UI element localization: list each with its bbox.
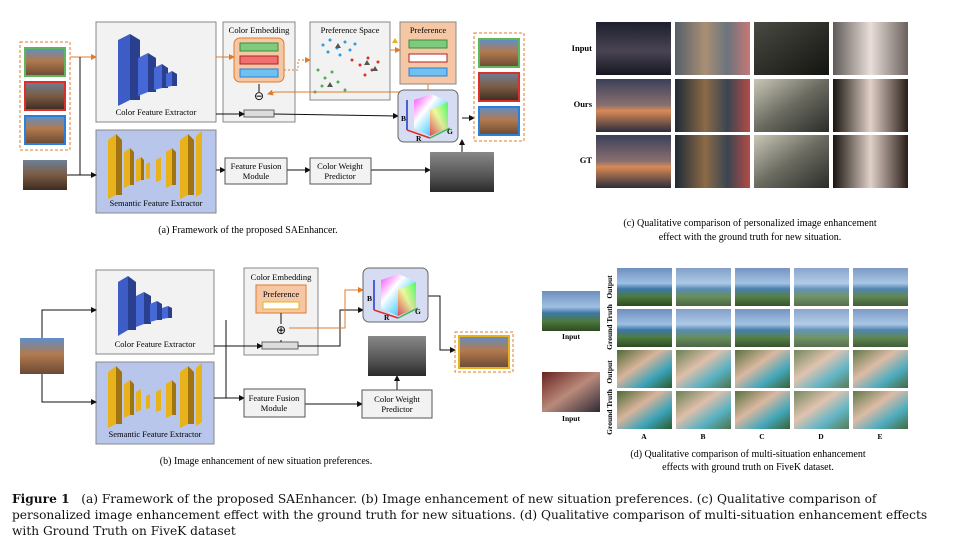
- feature-fusion-line1-a: Feature Fusion: [231, 161, 283, 171]
- semantic-extractor-network-icon-b: [108, 363, 202, 428]
- caption-b: (b) Image enhancement of new situation p…: [160, 456, 372, 467]
- color-weight-box-b: [361, 389, 433, 419]
- caption-a: (a) Framework of the proposed SAEnhancer…: [158, 225, 337, 236]
- feature-fusion-line1-b: Feature Fusion: [249, 393, 301, 403]
- output-images-group: [473, 32, 525, 142]
- preference-blue: [408, 67, 448, 77]
- input-image-b: [20, 338, 64, 374]
- color-weight-line1-b: Color Weight: [374, 394, 420, 404]
- row-label-input: Input: [572, 43, 592, 53]
- output-group-b: [454, 331, 514, 373]
- col-label-b: B: [700, 432, 705, 441]
- reference-image-blue: [24, 115, 66, 145]
- caption-d-line2: effects with ground truth on FiveK datas…: [662, 462, 834, 473]
- preference-green: [408, 39, 448, 49]
- panel-a: Color Feature Extractor Semantic Feature…: [19, 21, 525, 236]
- weight-map-b: [368, 336, 426, 376]
- grid-sea-output: [617, 268, 908, 306]
- axis-r-b: R: [384, 313, 390, 322]
- input-image-a: [23, 160, 67, 190]
- axis-b-a: B: [401, 114, 406, 123]
- preference-red: [408, 53, 448, 63]
- input-image-d2: [542, 372, 600, 412]
- semantic-extractor-label-b: Semantic Feature Extractor: [109, 429, 202, 439]
- output-image-red: [478, 72, 520, 102]
- color-extractor-label-a: Color Feature Extractor: [116, 107, 197, 117]
- preference-space-label: Preference Space: [321, 25, 380, 35]
- input-label-d1: Input: [562, 332, 580, 341]
- col-label-e: E: [877, 432, 882, 441]
- output-image-blue: [478, 106, 520, 136]
- feature-fusion-box-b: [243, 388, 306, 418]
- color-extractor-network-icon: [118, 34, 177, 106]
- feature-vector-b: [261, 341, 299, 350]
- panel-b: Color Feature Extractor Semantic Feature…: [20, 267, 514, 467]
- output-image-green: [478, 38, 520, 68]
- preference-vector-b: [262, 301, 300, 310]
- col-label-c: C: [759, 432, 764, 441]
- grid-child-gt: [617, 391, 908, 429]
- preference-space-box: [309, 21, 391, 101]
- reference-image-green: [24, 47, 66, 77]
- row-gt-images: [596, 135, 908, 188]
- col-label-a: A: [641, 432, 647, 441]
- plus-operator-b: ⊕: [276, 323, 286, 337]
- preference-label-a: Preference: [410, 25, 447, 35]
- semantic-extractor-network-icon: [108, 131, 202, 199]
- figure-caption: Figure 1 (a) Framework of the proposed S…: [12, 491, 952, 539]
- caption-c-line1: (c) Qualitative comparison of personaliz…: [623, 218, 876, 229]
- color-weight-box-a: [309, 157, 372, 185]
- panel-d: Input Input Output Ground Truth Output G…: [542, 268, 908, 473]
- caption-d-line1: (d) Qualitative comparison of multi-situ…: [630, 449, 865, 460]
- side-label-output-2: Output: [605, 360, 614, 384]
- preference-space-scatter: [313, 38, 380, 94]
- color-embedding-label-b: Color Embedding: [251, 272, 312, 282]
- embedding-red-a: [239, 55, 279, 65]
- embedding-green-a: [239, 42, 279, 52]
- row-label-gt: GT: [580, 155, 593, 165]
- embedding-blue-a: [239, 68, 279, 78]
- color-extractor-network-icon-b: [118, 276, 172, 336]
- side-label-gt-1: Ground Truth: [605, 303, 614, 349]
- side-label-gt-2: Ground Truth: [605, 388, 614, 434]
- color-extractor-label-b: Color Feature Extractor: [115, 339, 196, 349]
- figure-caption-label: Figure 1: [12, 492, 70, 506]
- feature-fusion-line2-b: Module: [261, 403, 288, 413]
- figure-caption-text: (a) Framework of the proposed SAEnhancer…: [12, 492, 928, 538]
- side-label-output-1: Output: [605, 275, 614, 299]
- color-weight-line2-a: Predictor: [324, 171, 355, 181]
- grid-child-output: [617, 350, 908, 388]
- output-image-b: [458, 335, 510, 369]
- feature-fusion-line2-a: Module: [243, 171, 270, 181]
- caption-c-line2: effect with the ground truth for new sit…: [659, 232, 842, 243]
- reference-image-red: [24, 81, 66, 111]
- axis-g-b: G: [415, 307, 421, 316]
- axis-r-a: R: [416, 134, 422, 143]
- row-ours-images: [596, 79, 908, 132]
- panel-c: Input Ours GT (c) Qualitative comparison…: [572, 22, 908, 243]
- color-weight-line1-a: Color Weight: [317, 161, 363, 171]
- minus-operator-a: ⊖: [254, 89, 264, 103]
- input-image-d1: [542, 291, 600, 331]
- color-embedding-label-a: Color Embedding: [229, 25, 290, 35]
- grid-sea-gt: [617, 309, 908, 347]
- axis-b-b: B: [367, 294, 372, 303]
- reference-images-group: [19, 41, 71, 151]
- semantic-extractor-label-a: Semantic Feature Extractor: [110, 198, 203, 208]
- row-input-images: [596, 22, 908, 75]
- preference-label-b: Preference: [263, 289, 300, 299]
- input-label-d2: Input: [562, 414, 580, 423]
- feature-fusion-box-a: [224, 157, 288, 185]
- preference-marker: [392, 38, 398, 43]
- color-weight-line2-b: Predictor: [381, 404, 412, 414]
- weight-map-a: [430, 152, 494, 192]
- col-label-d: D: [818, 432, 824, 441]
- row-label-ours: Ours: [574, 99, 593, 109]
- feature-vector-a: [243, 109, 275, 118]
- axis-g-a: G: [447, 127, 453, 136]
